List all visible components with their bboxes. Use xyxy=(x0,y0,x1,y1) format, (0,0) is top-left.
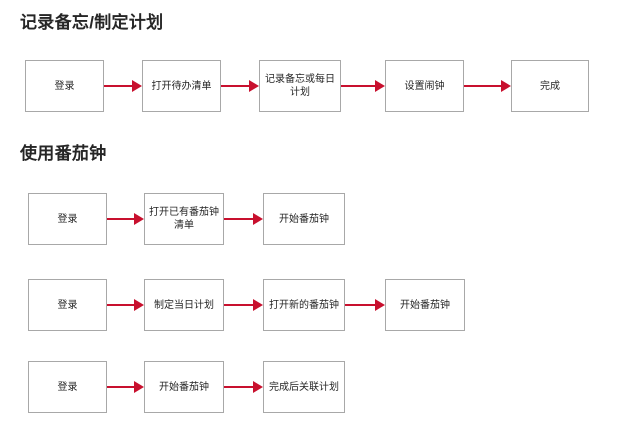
arrow-head xyxy=(134,213,144,225)
arrow-shaft xyxy=(107,386,134,388)
flow-node-label: 打开待办清单 xyxy=(151,80,212,92)
flow-arrow-right-icon xyxy=(341,79,385,93)
flow-arrow-right-icon xyxy=(224,298,263,312)
arrow-shaft xyxy=(107,218,134,220)
flow-node-label: 记录备忘或每日 计划 xyxy=(265,74,335,98)
arrow-shaft xyxy=(224,386,253,388)
flow-node[interactable]: 记录备忘或每日 计划 xyxy=(259,60,341,112)
flow-node-label: 制定当日计划 xyxy=(154,299,214,311)
flow-node-label: 登录 xyxy=(57,213,78,225)
flow-arrow-right-icon xyxy=(345,298,385,312)
flow-node[interactable]: 开始番茄钟 xyxy=(385,279,465,331)
arrow-shaft xyxy=(341,85,375,87)
flow-node[interactable]: 打开已有番茄钟 清单 xyxy=(144,193,224,245)
arrow-shaft xyxy=(345,304,375,306)
flow-node[interactable]: 开始番茄钟 xyxy=(263,193,345,245)
flow-node[interactable]: 设置闹钟 xyxy=(385,60,464,112)
flow-node[interactable]: 登录 xyxy=(25,60,104,112)
flow-node-label: 登录 xyxy=(54,80,75,92)
arrow-head xyxy=(375,299,385,311)
flow-arrow-right-icon xyxy=(107,298,144,312)
arrow-shaft xyxy=(224,218,253,220)
arrow-shaft xyxy=(221,85,249,87)
flow-node-label: 开始番茄钟 xyxy=(400,299,450,311)
arrow-head xyxy=(501,80,511,92)
flow-node[interactable]: 打开新的番茄钟 xyxy=(263,279,345,331)
flow-node[interactable]: 完成后关联计划 xyxy=(263,361,345,413)
flow-arrow-right-icon xyxy=(107,212,144,226)
flow-arrow-right-icon xyxy=(221,79,259,93)
flow-arrow-right-icon xyxy=(224,212,263,226)
arrow-head xyxy=(249,80,259,92)
flow-node-label: 登录 xyxy=(57,381,78,393)
flow-row-2-1: 登录 打开已有番茄钟 清单 开始番茄钟 xyxy=(0,193,640,245)
arrow-shaft xyxy=(104,85,132,87)
flow-node[interactable]: 登录 xyxy=(28,279,107,331)
flow-node[interactable]: 登录 xyxy=(28,193,107,245)
flow-node[interactable]: 登录 xyxy=(28,361,107,413)
flow-row-2-3: 登录 开始番茄钟 完成后关联计划 xyxy=(0,361,640,413)
arrow-head xyxy=(253,381,263,393)
flow-arrow-right-icon xyxy=(104,79,142,93)
arrow-shaft xyxy=(464,85,501,87)
arrow-shaft xyxy=(224,304,253,306)
flow-node-label: 开始番茄钟 xyxy=(279,213,329,225)
arrow-head xyxy=(134,299,144,311)
flow-node[interactable]: 打开待办清单 xyxy=(142,60,221,112)
flow-node[interactable]: 完成 xyxy=(511,60,589,112)
arrow-head xyxy=(132,80,142,92)
arrow-head xyxy=(134,381,144,393)
flow-node-label: 打开新的番茄钟 xyxy=(269,299,339,311)
arrow-head xyxy=(253,213,263,225)
flow-arrow-right-icon xyxy=(224,380,263,394)
flow-row-1-1: 登录 打开待办清单 记录备忘或每日 计划 设置闹钟 完成 xyxy=(0,60,640,112)
arrow-head xyxy=(375,80,385,92)
flow-node[interactable]: 制定当日计划 xyxy=(144,279,224,331)
flow-arrow-right-icon xyxy=(464,79,511,93)
section-title-1: 记录备忘/制定计划 xyxy=(20,13,164,32)
flow-node-label: 设置闹钟 xyxy=(404,80,445,92)
flow-node[interactable]: 开始番茄钟 xyxy=(144,361,224,413)
flow-node-label: 开始番茄钟 xyxy=(159,381,209,393)
flow-node-label: 完成 xyxy=(540,80,560,92)
arrow-shaft xyxy=(107,304,134,306)
flow-node-label: 打开已有番茄钟 清单 xyxy=(149,207,219,231)
flow-node-label: 登录 xyxy=(57,299,78,311)
arrow-head xyxy=(253,299,263,311)
flow-arrow-right-icon xyxy=(107,380,144,394)
section-title-2: 使用番茄钟 xyxy=(20,144,107,163)
flow-node-label: 完成后关联计划 xyxy=(269,381,339,393)
flow-row-2-2: 登录 制定当日计划 打开新的番茄钟 开始番茄钟 xyxy=(0,279,640,331)
